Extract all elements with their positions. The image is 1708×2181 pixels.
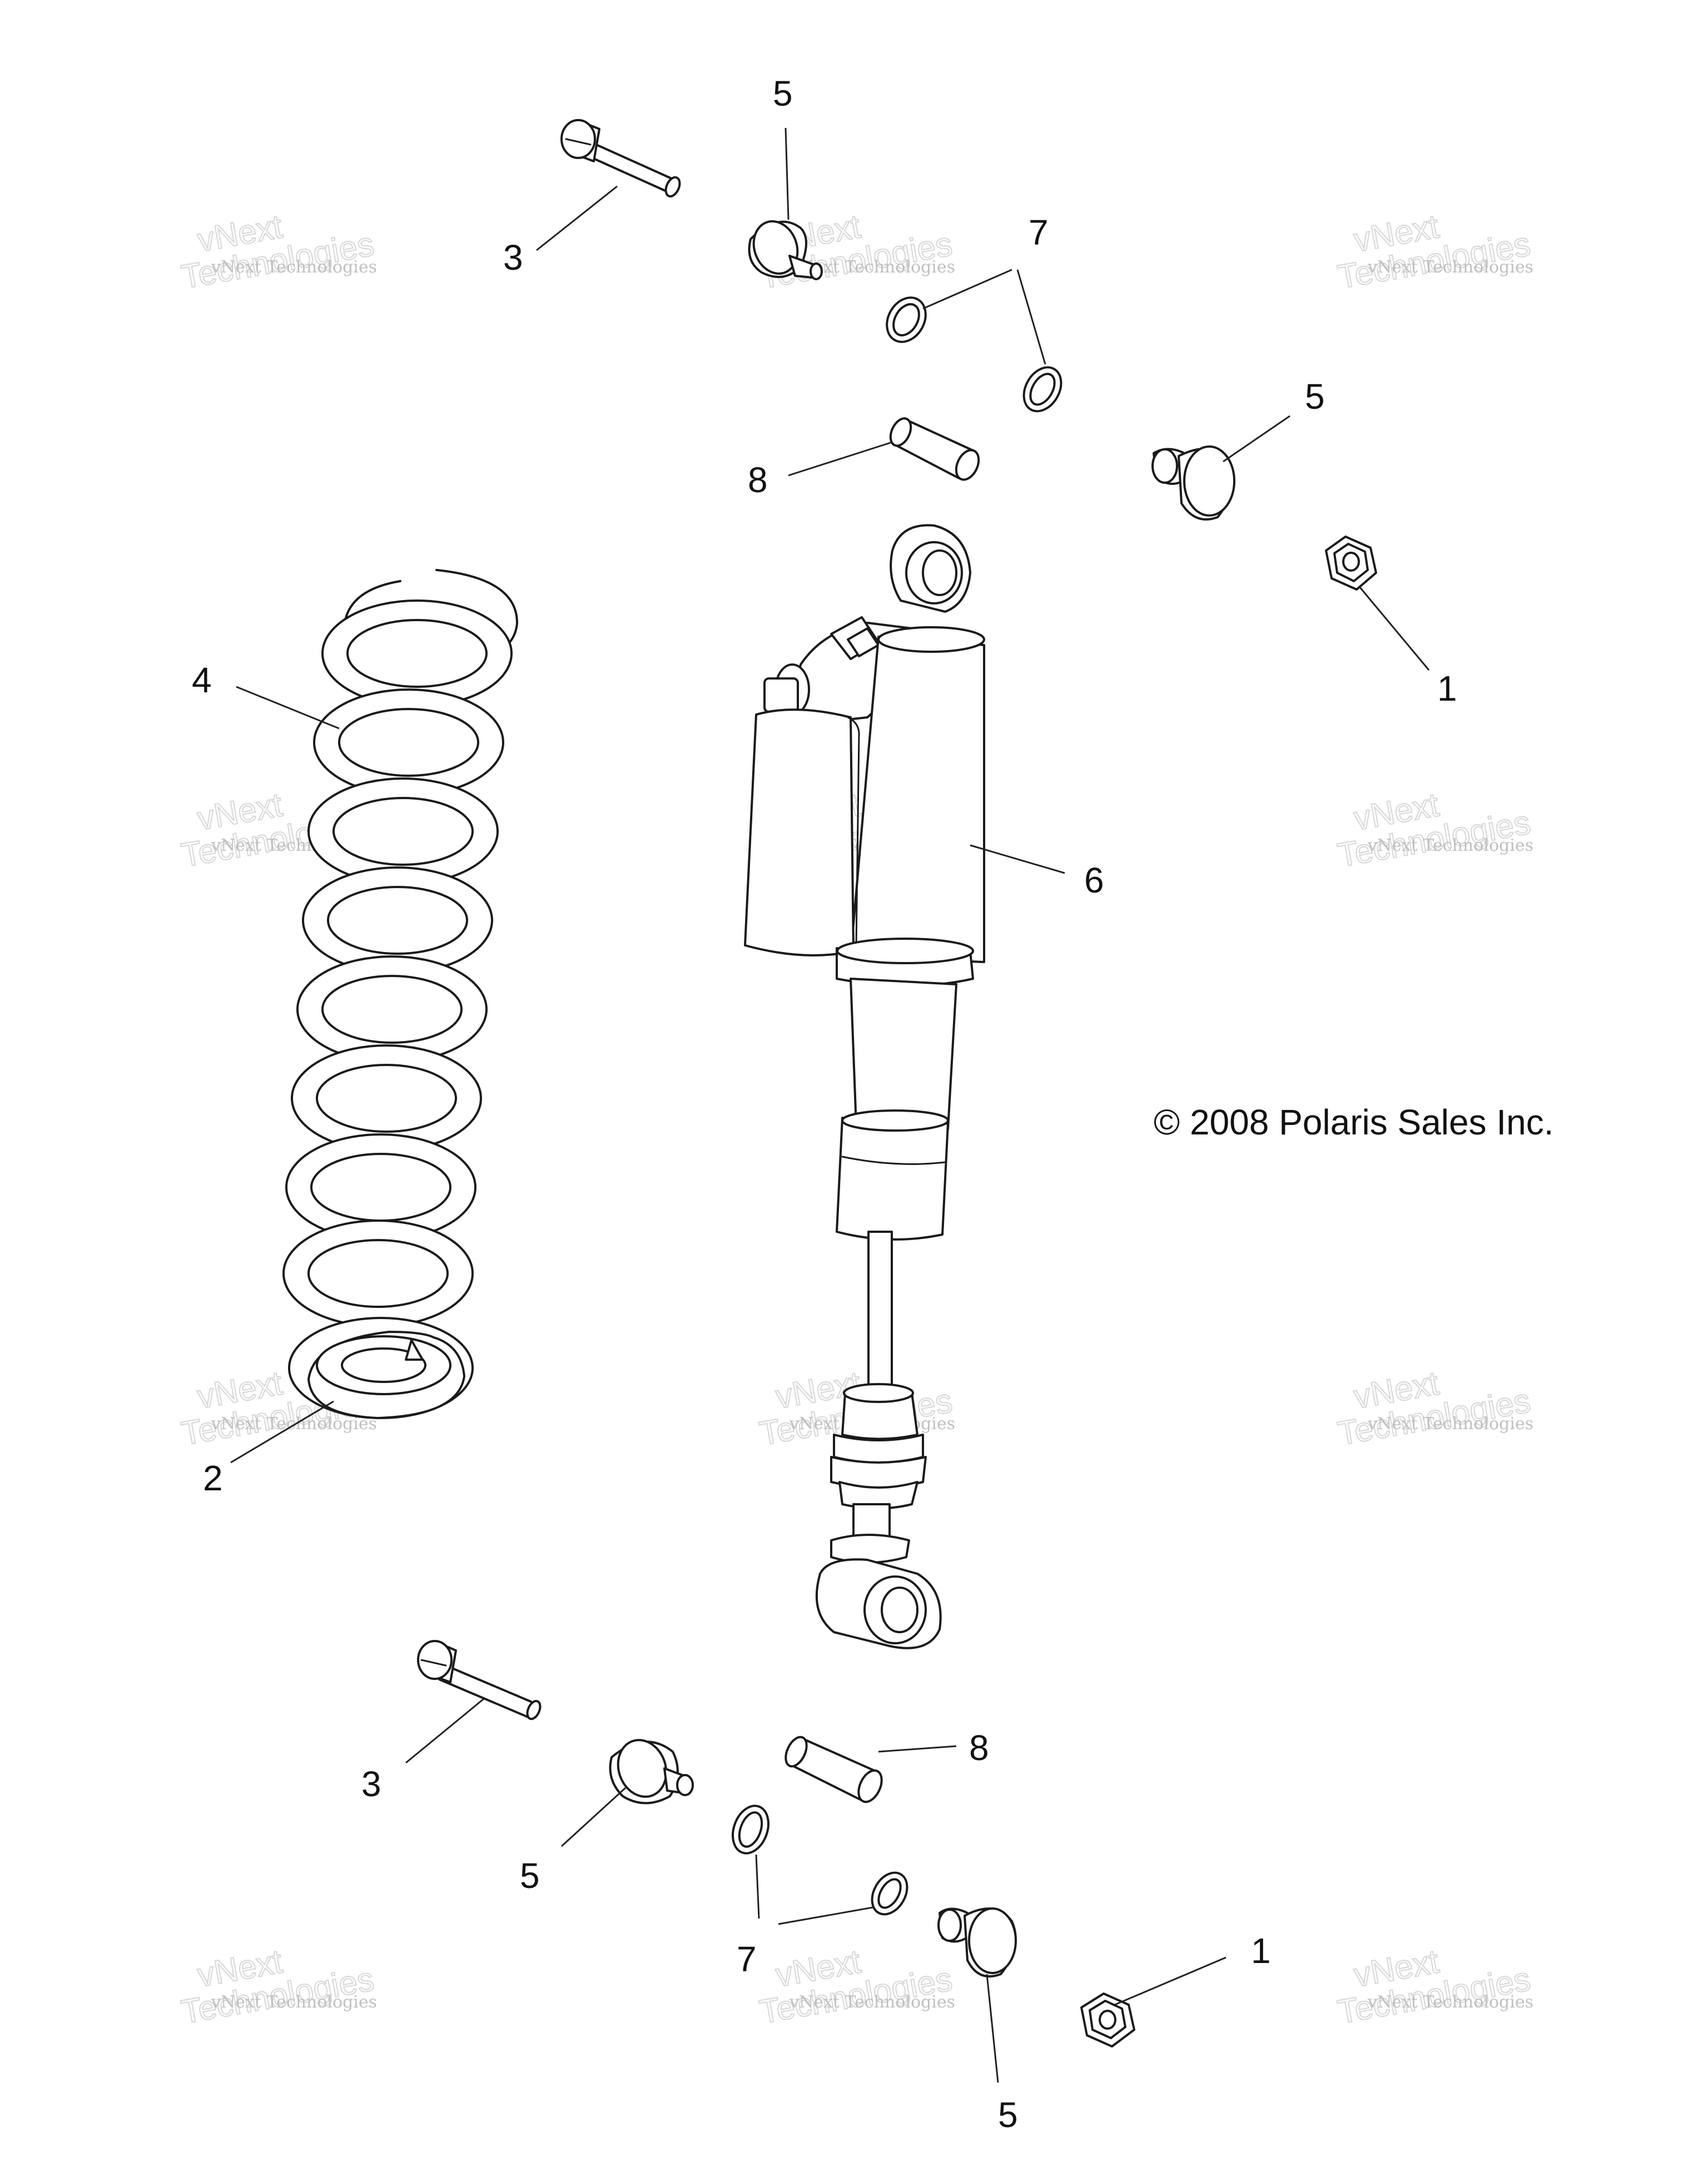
washer-bottom-left [732,1805,769,1855]
callout-washers-bottom: 7 [737,1939,757,1979]
washer-top-left [886,296,927,343]
svg-text:vNext Technologies: vNext Technologies [1367,836,1533,855]
svg-text:vNext Technologies: vNext Technologies [211,257,377,277]
bushing-top-left [748,220,823,280]
watermark-tile: vNext Technologies vNext Technologies [1334,1364,1534,1453]
callout-labels: 3 5 7 8 5 1 4 6 2 3 5 8 7 5 1 [192,73,1457,2135]
svg-text:vNext Technologies: vNext Technologies [1367,257,1533,277]
callout-bushing-top-left: 5 [773,73,793,113]
callout-nut-top: 1 [1437,668,1457,708]
svg-text:vNext Technologies: vNext Technologies [1367,1992,1533,2012]
spring-seat [307,1331,465,1419]
bolt-top [560,119,681,198]
bushing-bottom-left [609,1739,694,1805]
callout-sleeve-top: 8 [748,460,768,500]
nut-bottom [1080,1992,1135,2048]
bushing-bottom-right [937,1907,1017,1977]
bolt-bottom [417,1640,542,1721]
watermark-tile: vNext Technologies vNext Technologies [756,1942,956,2031]
callout-bolt-bottom: 3 [361,1764,381,1804]
copyright-notice: © 2008 Polaris Sales Inc. [1154,1102,1554,1142]
watermark-tile: vNext Technologies vNext Technologies [1334,785,1534,875]
callout-sleeve-bottom: 8 [969,1728,989,1768]
watermark-tile: vNext Technologies vNext Technologies [1334,207,1534,296]
washer-bottom-right [871,1871,908,1916]
leader-lines [230,127,1430,2083]
callout-shock: 6 [1084,860,1104,900]
callout-washers-top: 7 [1029,212,1049,252]
callout-spring: 4 [192,660,212,700]
watermark-tile: vNext Technologies vNext Technologies [178,1942,378,2031]
nut-top [1325,536,1377,591]
shock-absorber [744,524,985,1649]
sleeve-top [889,417,980,481]
coil-spring [282,569,518,1419]
callout-bushing-bottom-right: 5 [998,2095,1018,2135]
watermark-tile: vNext Technologies vNext Technologies [178,207,378,296]
watermark-tile: vNext Technologies vNext Technologies [1334,1942,1534,2031]
svg-text:vNext Technologies: vNext Technologies [1367,1414,1533,1434]
callout-bolt-top: 3 [503,237,523,277]
svg-text:vNext Technologies: vNext Technologies [211,1414,377,1434]
svg-text:vNext Technologies: vNext Technologies [789,1992,955,2012]
svg-text:vNext Technologies: vNext Technologies [211,1992,377,2012]
sleeve-bottom [785,1736,883,1803]
callout-nut-bottom: 1 [1251,1931,1271,1971]
callout-bushing-bottom-left: 5 [520,1856,540,1896]
bushing-top-right [1151,445,1235,521]
washer-top-right [1022,366,1062,413]
callout-bushing-top-right: 5 [1305,376,1325,417]
callout-spring-seat: 2 [203,1458,223,1498]
